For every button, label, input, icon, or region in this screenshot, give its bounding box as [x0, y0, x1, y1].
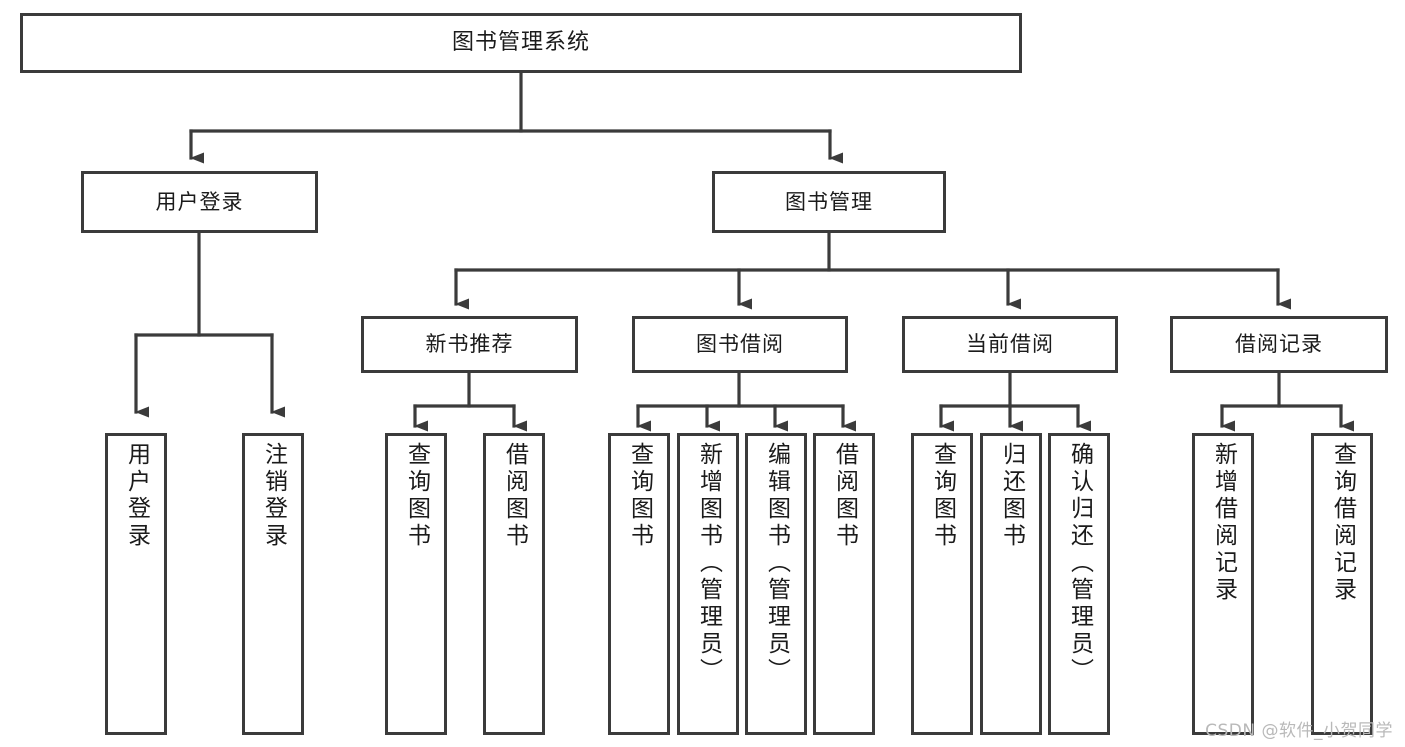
node-book-borrow[interactable]: 图书借阅: [632, 316, 848, 373]
leaf-logout[interactable]: 注销登录: [242, 433, 304, 735]
node-book-management[interactable]: 图书管理: [712, 171, 946, 233]
node-label: 用户登录: [155, 189, 244, 214]
node-root-book-management-system[interactable]: 图书管理系统: [20, 13, 1022, 73]
node-label: 图书借阅: [696, 332, 784, 357]
csdn-watermark: CSDN @软件_小贺同学: [1205, 721, 1393, 741]
node-label: 新书推荐: [425, 332, 514, 357]
leaf-query-book-current[interactable]: 查询图书: [911, 433, 973, 735]
leaf-confirm-return-admin[interactable]: 确认归还（管理员）: [1048, 433, 1110, 735]
leaf-borrow-book[interactable]: 借阅图书: [813, 433, 875, 735]
node-label: 查询图书: [403, 442, 430, 550]
node-label: 查询图书: [929, 442, 956, 550]
node-current-borrow[interactable]: 当前借阅: [902, 316, 1118, 373]
leaf-query-book-borrow[interactable]: 查询图书: [608, 433, 670, 735]
node-label: 新增图书（管理员）: [695, 442, 722, 685]
node-label: 确认归还（管理员）: [1066, 442, 1093, 685]
node-label: 图书管理: [785, 189, 873, 214]
node-label: 注销登录: [260, 442, 287, 550]
leaf-add-book-admin[interactable]: 新增图书（管理员）: [677, 433, 739, 735]
node-label: 图书管理系统: [451, 30, 590, 56]
node-label: 归还图书: [998, 442, 1025, 550]
node-label: 借阅图书: [831, 442, 858, 550]
node-user-login[interactable]: 用户登录: [81, 171, 318, 233]
leaf-borrow-book-recommend[interactable]: 借阅图书: [483, 433, 545, 735]
node-label: 新增借阅记录: [1210, 442, 1237, 604]
leaf-add-borrow-record[interactable]: 新增借阅记录: [1192, 433, 1254, 735]
node-label: 借阅图书: [501, 442, 528, 550]
node-label: 查询借阅记录: [1329, 442, 1356, 604]
node-label: 用户登录: [123, 442, 150, 550]
node-label: 编辑图书（管理员）: [763, 442, 790, 685]
node-new-book-recommend[interactable]: 新书推荐: [361, 316, 578, 373]
node-label: 借阅记录: [1235, 332, 1323, 357]
leaf-query-borrow-record[interactable]: 查询借阅记录: [1311, 433, 1373, 735]
leaf-return-book[interactable]: 归还图书: [980, 433, 1042, 735]
node-borrow-records[interactable]: 借阅记录: [1170, 316, 1388, 373]
leaf-user-login[interactable]: 用户登录: [105, 433, 167, 735]
node-label: 查询图书: [626, 442, 653, 550]
node-label: 当前借阅: [966, 332, 1054, 357]
leaf-edit-book-admin[interactable]: 编辑图书（管理员）: [745, 433, 807, 735]
leaf-query-book-recommend[interactable]: 查询图书: [385, 433, 447, 735]
